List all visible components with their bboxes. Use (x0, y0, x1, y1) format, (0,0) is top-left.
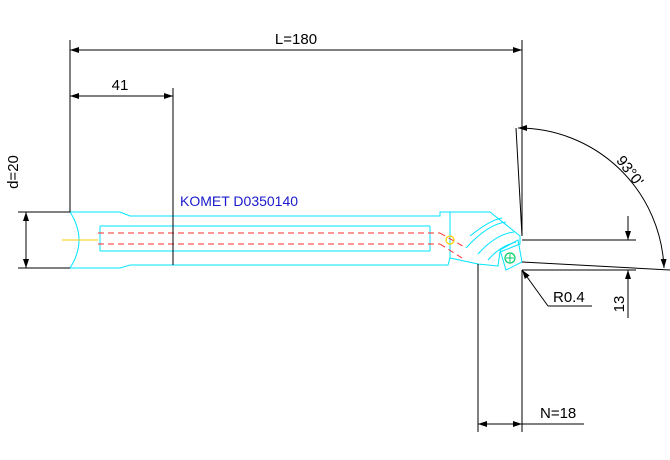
coolant-outlet-1 (439, 232, 467, 249)
coolant-outlet-2 (439, 243, 463, 259)
label-shank-diameter: d=20 (5, 155, 22, 189)
dim-arc-angle (517, 124, 667, 269)
leader-radius (521, 269, 549, 307)
label-approach-angle: 93°0' (612, 153, 646, 190)
angle-ref-edge (521, 261, 670, 271)
head-flute-3 (477, 231, 515, 255)
cutting-insert (499, 239, 523, 271)
coolant-channel (98, 232, 467, 259)
label-corner-radius: R0.4 (553, 289, 585, 306)
angle-ref-vertical (515, 127, 523, 237)
head-flute-1 (465, 221, 507, 249)
label-overall-length: L=180 (275, 31, 317, 48)
insert-screw (504, 252, 516, 264)
label-height-offset: 13 (611, 296, 628, 313)
head-flute-2 (469, 217, 503, 237)
dimension-lines (18, 40, 670, 432)
coolant-nozzle (62, 235, 455, 245)
tool-label: KOMET D0350140 (180, 193, 298, 209)
label-min-bore: N=18 (540, 405, 576, 422)
label-clamp-length: 41 (112, 77, 129, 94)
